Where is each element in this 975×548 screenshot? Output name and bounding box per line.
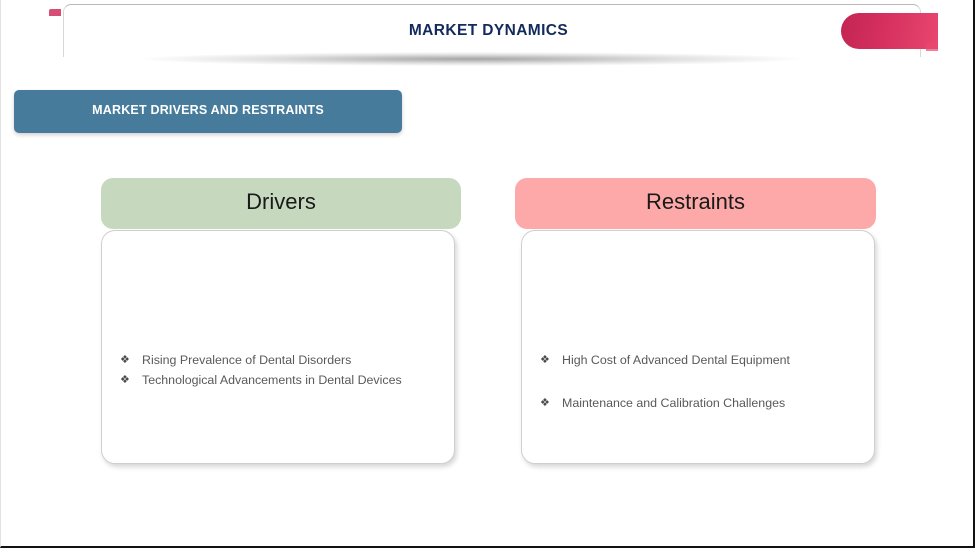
ribbon-notch-left-icon bbox=[49, 9, 61, 16]
card-drivers-title: Drivers bbox=[246, 189, 316, 214]
diamond-bullet-icon: ❖ bbox=[540, 397, 550, 409]
list-item: ❖ High Cost of Advanced Dental Equipment bbox=[540, 351, 858, 370]
card-drivers-header: Drivers bbox=[101, 178, 461, 229]
diamond-bullet-icon: ❖ bbox=[540, 354, 550, 366]
title-banner bbox=[63, 4, 921, 57]
restraints-bullet-list: ❖ High Cost of Advanced Dental Equipment… bbox=[540, 351, 858, 437]
card-restraints-header: Restraints bbox=[515, 178, 876, 229]
ribbon-notch-right-icon bbox=[926, 43, 938, 51]
section-heading-pill: MARKET DRIVERS AND RESTRAINTS bbox=[14, 90, 402, 133]
list-item-label: Rising Prevalence of Dental Disorders bbox=[142, 353, 352, 367]
ribbon-decoration-right bbox=[841, 13, 938, 49]
diamond-bullet-icon: ❖ bbox=[120, 354, 130, 366]
drivers-bullet-list: ❖ Rising Prevalence of Dental Disorders … bbox=[120, 351, 438, 391]
list-item: ❖ Maintenance and Calibration Challenges bbox=[540, 394, 858, 413]
list-item-label: Maintenance and Calibration Challenges bbox=[562, 396, 786, 410]
title-banner-shadow bbox=[141, 52, 801, 66]
section-heading-label: MARKET DRIVERS AND RESTRAINTS bbox=[92, 103, 324, 117]
list-item: ❖ Technological Advancements in Dental D… bbox=[120, 371, 438, 390]
list-item: ❖ Rising Prevalence of Dental Disorders bbox=[120, 351, 438, 370]
card-restraints-body: ❖ High Cost of Advanced Dental Equipment… bbox=[521, 230, 875, 464]
card-restraints-title: Restraints bbox=[645, 189, 746, 214]
page-title: MARKET DYNAMICS bbox=[408, 22, 569, 39]
list-item-label: Technological Advancements in Dental Dev… bbox=[142, 373, 402, 387]
card-restraints: Restraints ❖ High Cost of Advanced Denta… bbox=[515, 178, 876, 464]
diamond-bullet-icon: ❖ bbox=[120, 374, 130, 386]
card-drivers: Drivers ❖ Rising Prevalence of Dental Di… bbox=[101, 178, 461, 464]
list-item-label: High Cost of Advanced Dental Equipment bbox=[562, 353, 790, 367]
card-drivers-body: ❖ Rising Prevalence of Dental Disorders … bbox=[101, 230, 455, 464]
